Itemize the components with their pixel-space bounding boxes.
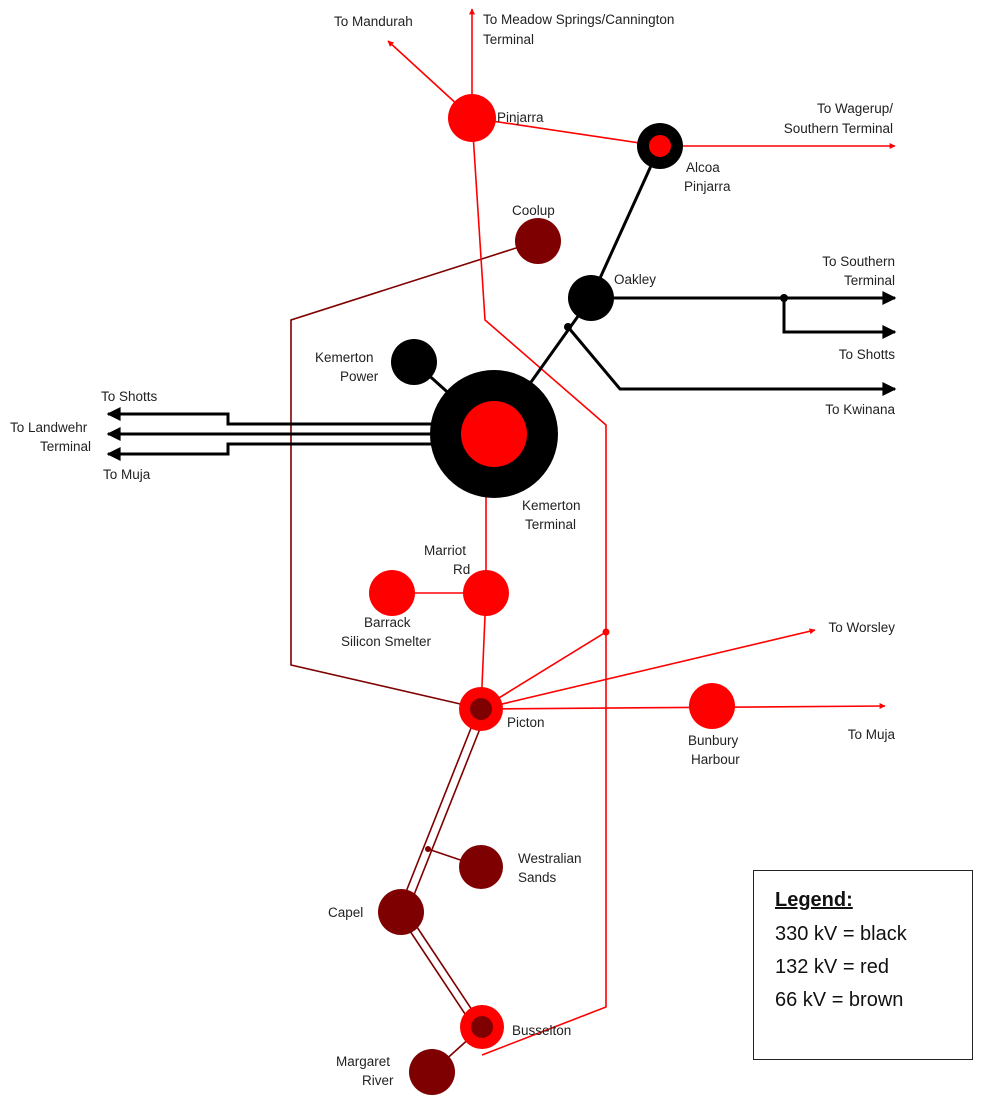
- label-picton: Picton: [507, 715, 545, 730]
- label-to-shotts-east: To Shotts: [839, 347, 896, 362]
- line-to-shotts-east: [782, 298, 897, 339]
- legend-row-66kv: 66 kV = brown: [775, 989, 904, 1011]
- legend-row-132kv: 132 kV = red: [775, 956, 889, 978]
- label-coolup: Coolup: [512, 203, 555, 218]
- junction-worsley-tap: [602, 628, 610, 636]
- label-bunbury-2: Harbour: [691, 752, 740, 767]
- label-to-landwehr-2: Terminal: [40, 439, 91, 454]
- label-capel: Capel: [328, 905, 363, 920]
- busselton-inner: [471, 1016, 493, 1038]
- line-to-muja-west: [106, 442, 494, 461]
- label-busselton: Busselton: [512, 1023, 571, 1038]
- line-capel-busselton-a: [397, 912, 478, 1033]
- label-to-southern-2: Terminal: [844, 273, 895, 288]
- label-westralian-2: Sands: [518, 870, 557, 885]
- line-to-shotts-west: [106, 407, 494, 426]
- label-pinjarra: Pinjarra: [497, 110, 544, 125]
- label-barrack-1: Barrack: [364, 615, 411, 630]
- label-to-landwehr-1: To Landwehr: [10, 420, 88, 435]
- coolup-node: [515, 218, 561, 264]
- label-kemerton-terminal-1: Kemerton: [522, 498, 581, 513]
- alcoa-pinjarra-inner: [649, 135, 671, 157]
- line-coolup-picton: [290, 240, 539, 710]
- line-pinjarra-busselton: [471, 117, 607, 1056]
- label-kemerton-power-1: Kemerton: [315, 350, 374, 365]
- line-picton-capel-b: [405, 710, 488, 916]
- legend-row-330kv: 330 kV = black: [775, 923, 907, 945]
- line-picton-tap: [480, 631, 607, 710]
- label-to-wagerup-1: To Wagerup/: [817, 101, 893, 116]
- label-westralian-1: Westralian: [518, 851, 582, 866]
- line-pinjarra-alcoa: [471, 117, 661, 147]
- label-to-meadow-2: Terminal: [483, 32, 534, 47]
- label-bunbury-1: Bunbury: [688, 733, 739, 748]
- label-barrack-2: Silicon Smelter: [341, 634, 432, 649]
- label-margaret-1: Margaret: [336, 1054, 390, 1069]
- kemerton-terminal-inner: [461, 401, 527, 467]
- kemerton-power-node: [391, 339, 437, 385]
- bunbury-harbour-node: [689, 683, 735, 729]
- label-to-southern-1: To Southern: [822, 254, 895, 269]
- label-to-muja-east: To Muja: [848, 727, 896, 742]
- westralian-sands-node: [459, 845, 503, 889]
- margaret-river-node: [409, 1049, 455, 1095]
- label-kemerton-terminal-2: Terminal: [525, 517, 576, 532]
- label-to-meadow-1: To Meadow Springs/Cannington: [483, 12, 674, 27]
- lines-66kv: [290, 240, 539, 1073]
- barrack-node: [369, 570, 415, 616]
- legend-title: Legend:: [775, 889, 853, 911]
- label-to-mandurah: To Mandurah: [334, 14, 413, 29]
- label-to-muja-west: To Muja: [103, 467, 151, 482]
- junction-westralian-tap: [425, 846, 431, 852]
- legend-box: Legend: 330 kV = black 132 kV = red 66 k…: [753, 870, 973, 1060]
- label-kemerton-power-2: Power: [340, 369, 379, 384]
- oakley-node: [568, 275, 614, 321]
- line-to-kwinana: [566, 326, 897, 396]
- label-marriot-2: Rd: [453, 562, 470, 577]
- pinjarra-node: [448, 94, 496, 142]
- line-alcoa-oakley: [589, 145, 662, 299]
- marriot-rd-node: [463, 570, 509, 616]
- label-alcoa-2: Pinjarra: [684, 179, 731, 194]
- label-to-shotts-west: To Shotts: [101, 389, 158, 404]
- label-to-wagerup-2: Southern Terminal: [784, 121, 893, 136]
- capel-node: [378, 889, 424, 935]
- junction-oakley-kwinana: [564, 323, 572, 331]
- junction-southern-shotts: [780, 294, 788, 302]
- label-to-worsley: To Worsley: [828, 620, 895, 635]
- label-marriot-1: Marriot: [424, 543, 466, 558]
- line-to-muja-east: [480, 703, 886, 710]
- label-oakley: Oakley: [614, 272, 656, 287]
- line-picton-capel-a: [397, 707, 480, 913]
- label-alcoa-1: Alcoa: [686, 160, 720, 175]
- picton-inner: [470, 698, 492, 720]
- line-to-worsley: [480, 628, 816, 710]
- label-margaret-2: River: [362, 1073, 394, 1088]
- label-to-kwinana: To Kwinana: [825, 402, 895, 417]
